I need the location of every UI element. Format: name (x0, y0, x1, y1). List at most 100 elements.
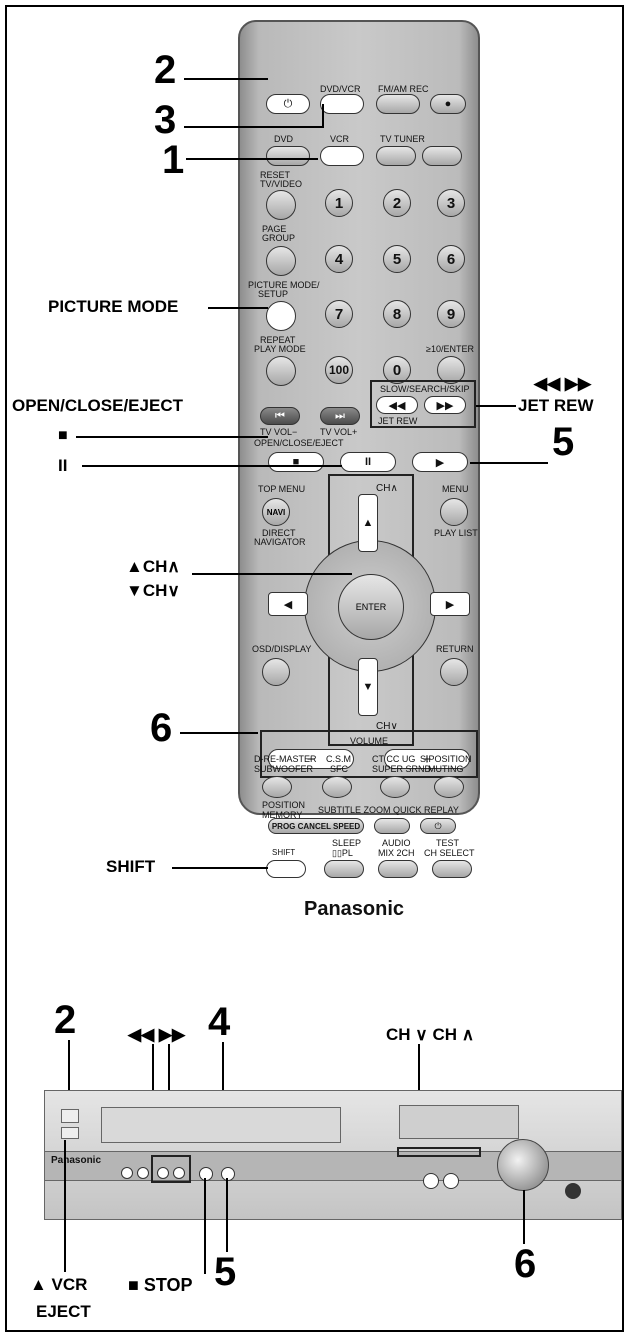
zoom-button[interactable] (374, 818, 410, 834)
fm-am-rec-button[interactable] (376, 94, 420, 114)
navigator-label: NAVIGATOR (254, 537, 306, 547)
callout-deck-arrows: ◀◀ ▶▶ (128, 1025, 186, 1044)
callout-vcr-eject-line2: EJECT (36, 1302, 91, 1321)
s-position-label: S.POSITION (420, 754, 472, 764)
fast-forward-button[interactable]: ▶▶ (424, 396, 466, 414)
deck-button-b[interactable] (137, 1167, 149, 1179)
deck-play-button[interactable] (221, 1167, 235, 1181)
dvd-tray (399, 1105, 519, 1139)
callout-shift: SHIFT (106, 857, 156, 876)
prog-cancel-speed-button[interactable]: PROG CANCEL SPEED (268, 818, 364, 834)
prev-button[interactable]: ⏮ (260, 407, 300, 425)
volume-up-button[interactable]: + (384, 749, 470, 769)
record-button[interactable]: ● (430, 94, 466, 114)
enter-button[interactable]: ENTER (338, 574, 404, 640)
rewind-button[interactable]: ◀◀ (376, 396, 418, 414)
repeat-label: REPEAT (260, 335, 296, 345)
stop-button[interactable]: ■ (268, 452, 324, 472)
subwoofer-button[interactable] (262, 776, 292, 798)
tv-tuner-button-a[interactable] (376, 146, 416, 166)
ch-down-label: CH∨ (376, 721, 398, 732)
number-4-button[interactable]: 4 (325, 245, 353, 273)
ten-enter-button[interactable] (437, 356, 465, 384)
callout-jet-rew: JET REW (518, 396, 594, 415)
deck-power-switch[interactable] (61, 1109, 79, 1123)
number-0-button[interactable]: 0 (383, 356, 411, 384)
number-6-button[interactable]: 6 (437, 245, 465, 273)
callout-1: 1 (162, 138, 185, 182)
tv-tuner-button-b[interactable] (422, 146, 462, 166)
leader-6 (180, 732, 258, 734)
play-button[interactable]: ▶ (412, 452, 468, 472)
picture-mode-label: PICTURE MODE/ (248, 280, 320, 290)
muting-label: MUTING (428, 764, 464, 774)
navi-button[interactable]: NAVI (262, 498, 290, 526)
power-button[interactable]: ⏻ (266, 94, 310, 114)
direct-label: DIRECT (262, 528, 296, 538)
pl-label: ▯▯PL (332, 848, 353, 858)
dvd-button[interactable] (266, 146, 310, 166)
callout-2-bottom: 2 (54, 998, 77, 1042)
deck-skip-group (151, 1155, 191, 1183)
c-sm-label: C.S.M (326, 754, 352, 764)
osd-display-button[interactable] (262, 658, 290, 686)
deck-stop-button[interactable] (199, 1167, 213, 1181)
deck-brand-logo: Panasonic (51, 1155, 102, 1166)
leader-5-bottom (226, 1178, 228, 1252)
leader-2-bottom (68, 1040, 70, 1098)
next-button[interactable]: ⏭ (320, 407, 360, 425)
callout-open-close-eject: OPEN/CLOSE/EJECT (12, 396, 183, 415)
right-button[interactable]: ▶ (430, 592, 470, 616)
memory-label: MEMORY (262, 810, 303, 820)
return-button[interactable] (440, 658, 468, 686)
record-icon: ● (444, 98, 452, 110)
skip-back-icon: ⏮ (275, 409, 285, 422)
sleep-button[interactable] (324, 860, 364, 878)
deck-button-a[interactable] (121, 1167, 133, 1179)
number-9-button[interactable]: 9 (437, 300, 465, 328)
menu-button[interactable] (440, 498, 468, 526)
number-5-button[interactable]: 5 (383, 245, 411, 273)
enter-ten-label: ≥10/ENTER (426, 344, 474, 354)
vcr-eject-button[interactable] (61, 1127, 79, 1139)
dvd-vcr-deck: Panasonic (44, 1090, 622, 1220)
shift-button[interactable] (266, 860, 306, 878)
return-label: RETURN (436, 644, 474, 654)
number-7-button[interactable]: 7 (325, 300, 353, 328)
vcr-button[interactable] (320, 146, 364, 166)
callout-6-top: 6 (150, 706, 173, 750)
quick-replay-button[interactable]: ⏻ (420, 818, 456, 834)
number-8-button[interactable]: 8 (383, 300, 411, 328)
deck-fast-forward-button[interactable] (173, 1167, 185, 1179)
picture-mode-setup-button[interactable] (266, 301, 296, 331)
leader-shift (172, 867, 268, 869)
repeat-play-mode-button[interactable] (266, 356, 296, 386)
sleep-label: SLEEP (332, 838, 362, 848)
super-srnd-button[interactable] (380, 776, 410, 798)
volume-down-button[interactable]: − (268, 749, 354, 769)
pause-button[interactable]: II (340, 452, 396, 472)
ch-down-button[interactable]: ▼ (358, 658, 378, 716)
muting-button[interactable] (434, 776, 464, 798)
ch-up-button[interactable]: ▲ (358, 494, 378, 552)
ch-select-label: CH SELECT (424, 848, 475, 858)
deck-volume-knob[interactable] (497, 1139, 549, 1191)
callout-stop: ■ STOP (128, 1275, 193, 1295)
number-100-button[interactable]: 100 (325, 356, 353, 384)
dvd-vcr-button[interactable] (320, 94, 364, 114)
left-button[interactable]: ◀ (268, 592, 308, 616)
ch-up-label: CH∧ (376, 483, 398, 494)
number-1-button[interactable]: 1 (325, 189, 353, 217)
deck-rewind-button[interactable] (157, 1167, 169, 1179)
page-group-button[interactable] (266, 246, 296, 276)
audio-button[interactable] (378, 860, 418, 878)
number-3-button[interactable]: 3 (437, 189, 465, 217)
test-button[interactable] (432, 860, 472, 878)
remote-brand-logo: Panasonic (304, 898, 405, 920)
tv-video-button[interactable] (266, 190, 296, 220)
leader-vcr-eject (64, 1140, 66, 1272)
tv-vol-minus-label: TV VOL− (260, 427, 298, 437)
number-2-button[interactable]: 2 (383, 189, 411, 217)
deck-headphone-jack (565, 1183, 581, 1199)
sfc-button[interactable] (322, 776, 352, 798)
